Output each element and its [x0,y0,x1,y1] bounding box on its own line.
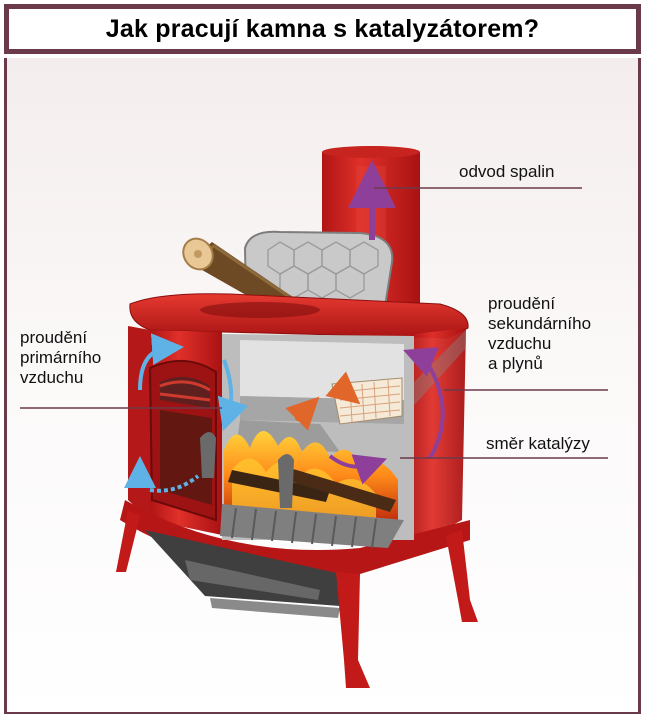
label-secondary-line-1: proudění [488,294,556,313]
stove-top [129,293,469,339]
label-secondary-line-4: a plynů [488,354,543,373]
label-secondary-air: proudění sekundárního vzduchu a plynů [488,294,591,374]
label-flue: odvod spalin [459,162,554,182]
label-catalysis: směr katalýzy [486,434,590,454]
ash-pan [145,530,350,618]
label-secondary-line-2: sekundárního [488,314,592,333]
leader-lines [20,187,608,459]
title-box: Jak pracují kamna s katalyzátorem? [4,4,641,54]
catalysis-arrows [285,371,361,431]
label-flue-text: odvod spalin [459,162,555,181]
label-primary-line-1: proudění [20,328,88,347]
label-secondary-line-3: vzduchu [488,334,552,353]
diagram-title: Jak pracují kamna s katalyzátorem? [105,14,540,43]
primary-air-arrows [124,333,249,493]
label-catalysis-text: směr katalýzy [486,434,590,453]
firebox-cutaway [200,334,414,549]
stove-legs [116,510,478,688]
label-primary-line-2: primárního [20,348,102,367]
bottom-border [4,712,641,714]
label-primary-air: proudění primárního vzduchu [20,328,101,388]
label-primary-line-3: vzduchu [20,368,84,387]
secondary-air-arrows [328,347,445,485]
